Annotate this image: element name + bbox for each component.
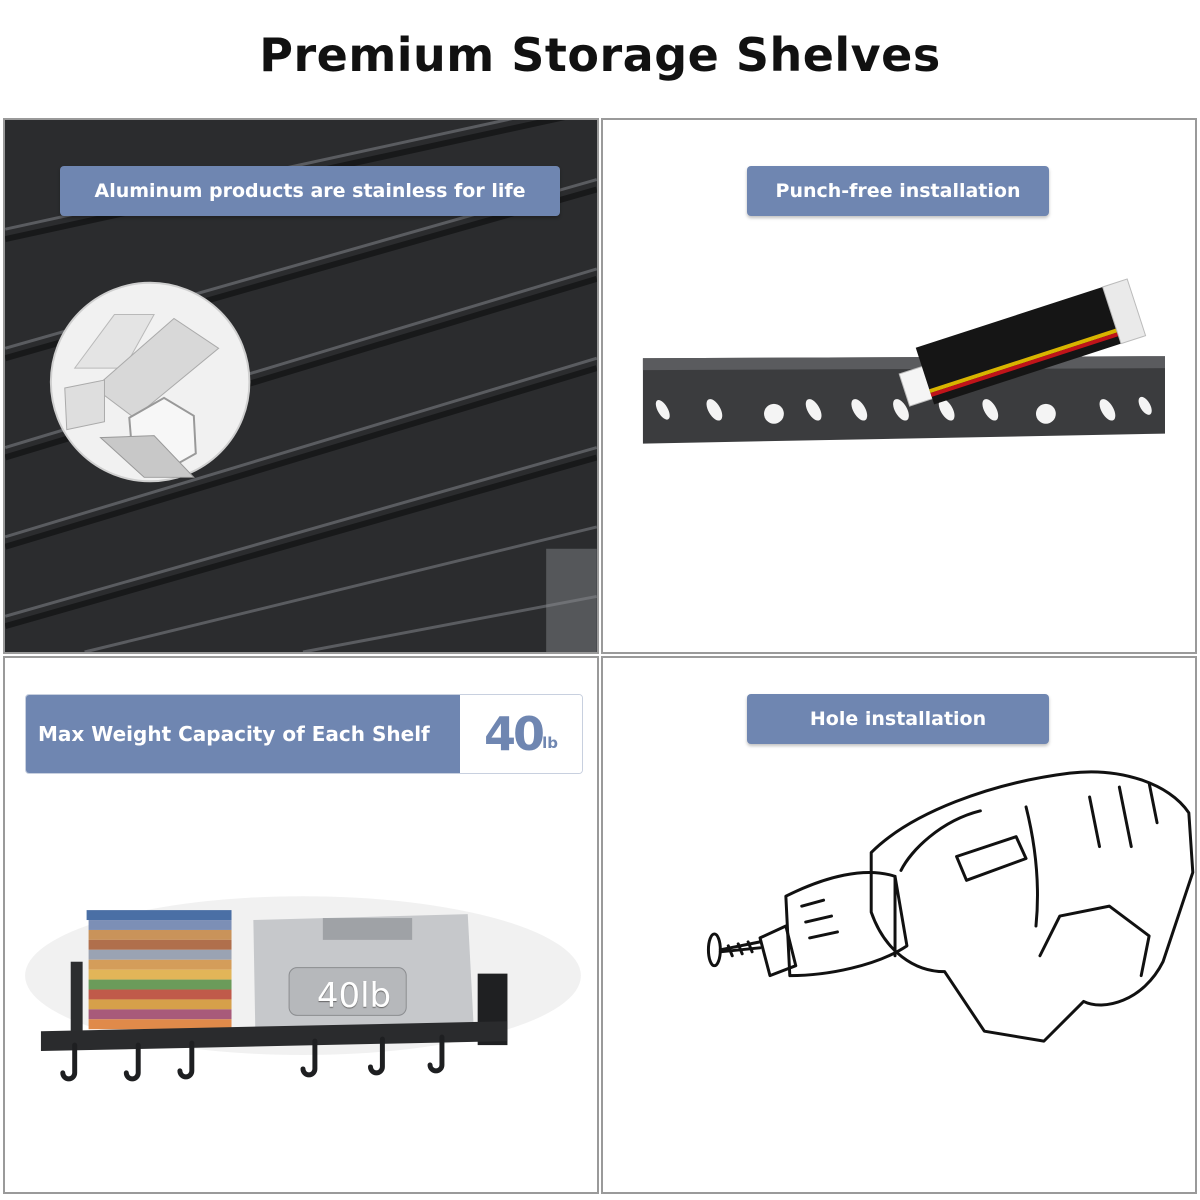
capacity-value: 40: [484, 707, 545, 761]
capacity-label: Max Weight Capacity of Each Shelf: [26, 695, 460, 773]
drill-icon: [706, 770, 1195, 1043]
panel-capacity: 40lb Max Weight Capacity of Each Shelf 4…: [3, 656, 599, 1194]
punch-free-label: Punch-free installation: [747, 166, 1049, 216]
capacity-badge: 40 lb: [460, 695, 582, 773]
panel-punch-free: SEALANT FIX Punch-free installation: [601, 118, 1197, 654]
capacity-unit: lb: [542, 734, 558, 752]
panel-aluminum: Aluminum products are stainless for life: [3, 118, 599, 654]
page-title: Premium Storage Shelves: [259, 28, 941, 82]
weight-label: 40lb: [316, 976, 392, 1016]
rail-with-sealant-image: [642, 278, 1165, 444]
hole-installation-label: Hole installation: [747, 694, 1049, 744]
capacity-banner: Max Weight Capacity of Each Shelf 40 lb: [25, 694, 583, 774]
aluminum-label: Aluminum products are stainless for life: [60, 166, 560, 216]
panel-hole-installation: Hole installation: [601, 656, 1197, 1194]
